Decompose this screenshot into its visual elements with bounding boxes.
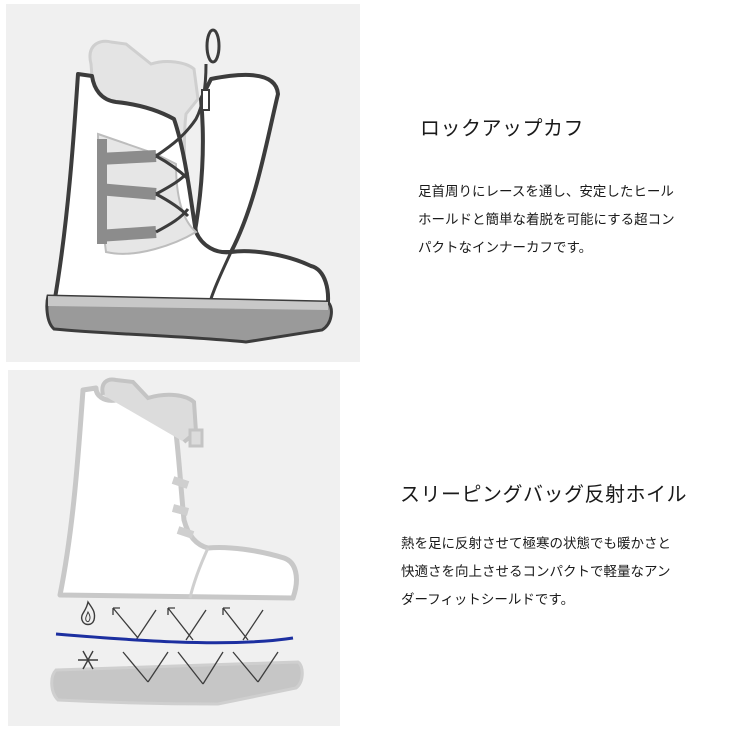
boot-lockup-cuff-illustration bbox=[45, 28, 333, 344]
reflective-foil-illustration-panel bbox=[8, 370, 340, 726]
snowflake-icon bbox=[78, 650, 98, 670]
section-body-lockup-cuff: 足首周りにレースを通し、安定したヒール ホールドと簡単な着脱を可能にする超コン … bbox=[418, 178, 675, 262]
section-heading-reflective-foil: スリーピングバッグ反射ホイル bbox=[400, 482, 687, 506]
flame-icon bbox=[80, 600, 96, 626]
body-line: ダーフィットシールドです。 bbox=[401, 592, 575, 608]
section-body-reflective-foil: 熱を足に反射させて極寒の状態でも暖かさと 快適さを向上させるコンパクトで軽量なア… bbox=[401, 530, 671, 614]
lockup-cuff-illustration-panel bbox=[6, 4, 360, 362]
body-line: 快適さを向上させるコンパクトで軽量なアン bbox=[401, 564, 671, 580]
body-line: 熱を足に反射させて極寒の状態でも暖かさと bbox=[401, 536, 671, 552]
boot-reflective-foil-illustration bbox=[50, 377, 304, 706]
body-line: 足首周りにレースを通し、安定したヒール bbox=[418, 184, 674, 200]
section-heading-lockup-cuff: ロックアップカフ bbox=[420, 116, 584, 140]
body-line: パクトなインナーカフです。 bbox=[418, 240, 593, 256]
body-line: ホールドと簡単な着脱を可能にする超コン bbox=[418, 212, 675, 228]
